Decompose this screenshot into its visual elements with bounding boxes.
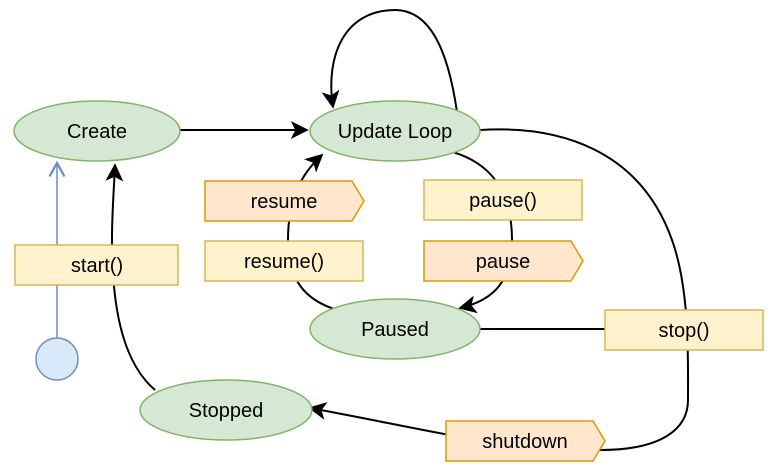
state-create[interactable]: Create (13, 100, 181, 162)
edge-paused-to-update-loop (286, 153, 338, 311)
event-pause[interactable]: pause (423, 240, 584, 282)
action-stop-call[interactable]: stop() (604, 309, 764, 351)
action-resume-call-label: resume() (244, 251, 324, 273)
action-pause-call-label: pause() (469, 190, 537, 212)
state-update-loop-label: Update Loop (338, 121, 453, 143)
event-resume-label: resume (251, 191, 318, 213)
event-resume[interactable]: resume (204, 180, 365, 222)
action-pause-call[interactable]: pause() (423, 179, 583, 221)
event-pause-label: pause (476, 251, 531, 273)
state-paused-label: Paused (361, 319, 429, 341)
initial-state-node (35, 337, 79, 381)
state-stopped-label: Stopped (189, 400, 264, 422)
event-shutdown[interactable]: shutdown (445, 420, 606, 462)
state-create-label: Create (67, 121, 127, 143)
edge-update-loop-self-loop (321, 8, 458, 113)
state-paused[interactable]: Paused (309, 298, 481, 360)
action-start-label: start() (71, 255, 123, 277)
state-stopped[interactable]: Stopped (139, 379, 313, 441)
action-start[interactable]: start() (14, 244, 179, 286)
action-resume-call[interactable]: resume() (204, 240, 364, 282)
state-update-loop[interactable]: Update Loop (309, 100, 481, 162)
edge-update-loop-to-paused (444, 149, 514, 314)
edge-update-loop-to-stopped (308, 128, 690, 452)
action-stop-call-label: stop() (658, 320, 709, 342)
event-shutdown-label: shutdown (482, 431, 568, 453)
